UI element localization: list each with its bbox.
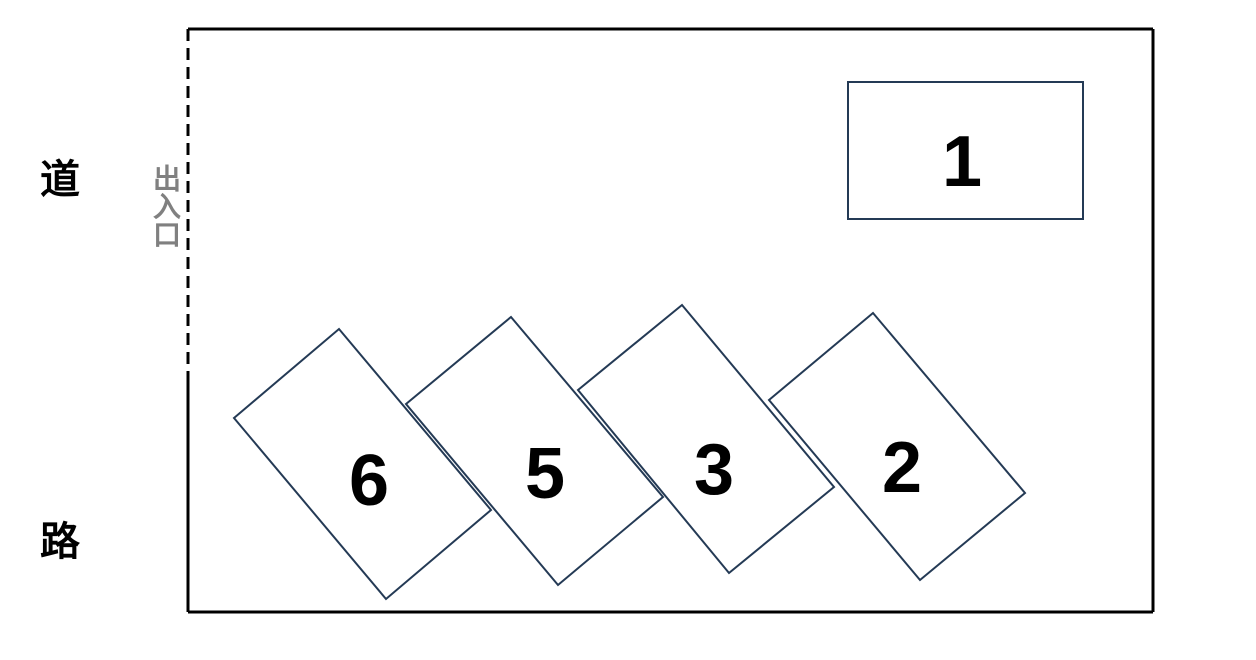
parking-space-label: 5 (525, 434, 565, 514)
entrance-label: 出入口 (149, 164, 182, 248)
parking-space-label: 2 (882, 428, 922, 508)
parking-space-2: 2 (767, 311, 1027, 582)
road-label-bottom: 路 (40, 519, 80, 565)
parking-space-label: 1 (942, 122, 982, 202)
road-label-top: 道 (40, 157, 80, 203)
parking-space-outline (404, 315, 665, 587)
parking-space-outline (767, 311, 1027, 582)
parking-space-label: 6 (349, 441, 389, 521)
parking-space-3: 3 (576, 303, 836, 575)
parking-space-outline (232, 327, 493, 601)
parking-space-1: 1 (847, 81, 1084, 220)
parking-space-5: 5 (404, 315, 665, 587)
parking-space-outline (847, 81, 1084, 220)
parking-space-label: 3 (694, 430, 734, 510)
lot-boundary (186, 27, 1155, 614)
parking-space-outline (576, 303, 836, 575)
parking-space-6: 6 (232, 327, 493, 601)
